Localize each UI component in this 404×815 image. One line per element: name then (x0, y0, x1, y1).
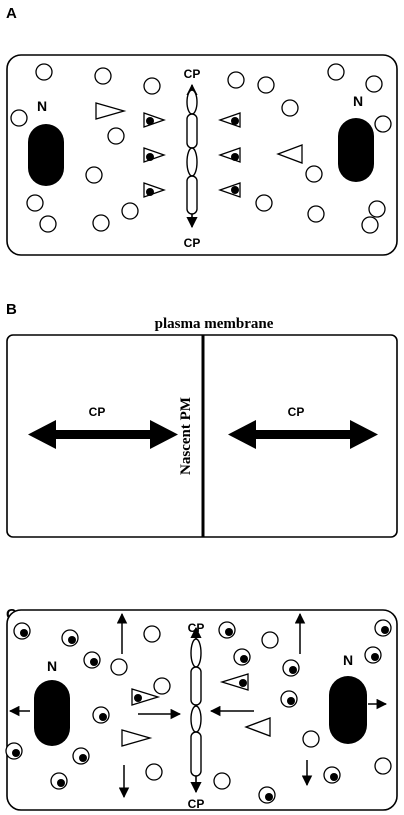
nucleus-right-label-c: N (343, 652, 353, 668)
cp-bottom-label-a: CP (184, 236, 201, 250)
plasma-membrane-title: plasma membrane (155, 316, 274, 332)
dotted-vesicles-c (5, 619, 392, 804)
nucleus-left-label: N (37, 98, 47, 114)
nucleus-left (28, 124, 64, 186)
cp-top-label-a: CP (184, 67, 201, 81)
cell-plate-a (186, 89, 198, 215)
vesicle-dots-a (146, 117, 239, 196)
nucleus-left-c (34, 680, 70, 746)
cp-top-label-c: CP (188, 621, 205, 635)
cp-double-arrow-left (28, 420, 178, 449)
golgi-triangles-c (121, 673, 271, 747)
cell-plate-c (190, 638, 202, 777)
panel-c: C N N (5, 606, 398, 811)
triangle-dots-c (134, 679, 247, 702)
vesicles-c (110, 625, 392, 790)
panel-c-cell (6, 609, 398, 811)
nucleus-right-c (329, 676, 367, 744)
cp-left-label-b: CP (89, 405, 106, 419)
panel-b-letter: B (6, 301, 17, 318)
nucleus-right (338, 118, 374, 182)
cp-bottom-label-c: CP (188, 797, 205, 811)
nucleus-left-label-c: N (47, 658, 57, 674)
nucleus-right-label: N (353, 93, 363, 109)
panel-b: B plasma membrane Nascent PM CP CP (6, 301, 398, 538)
transport-arrows-c (8, 612, 388, 799)
nascent-pm-label: Nascent PM (178, 397, 194, 475)
panel-a: A N N (6, 5, 398, 256)
cp-double-arrow-right (228, 420, 378, 449)
cp-right-label-b: CP (288, 405, 305, 419)
panel-a-letter: A (6, 5, 17, 22)
vesicles-a (10, 63, 392, 234)
